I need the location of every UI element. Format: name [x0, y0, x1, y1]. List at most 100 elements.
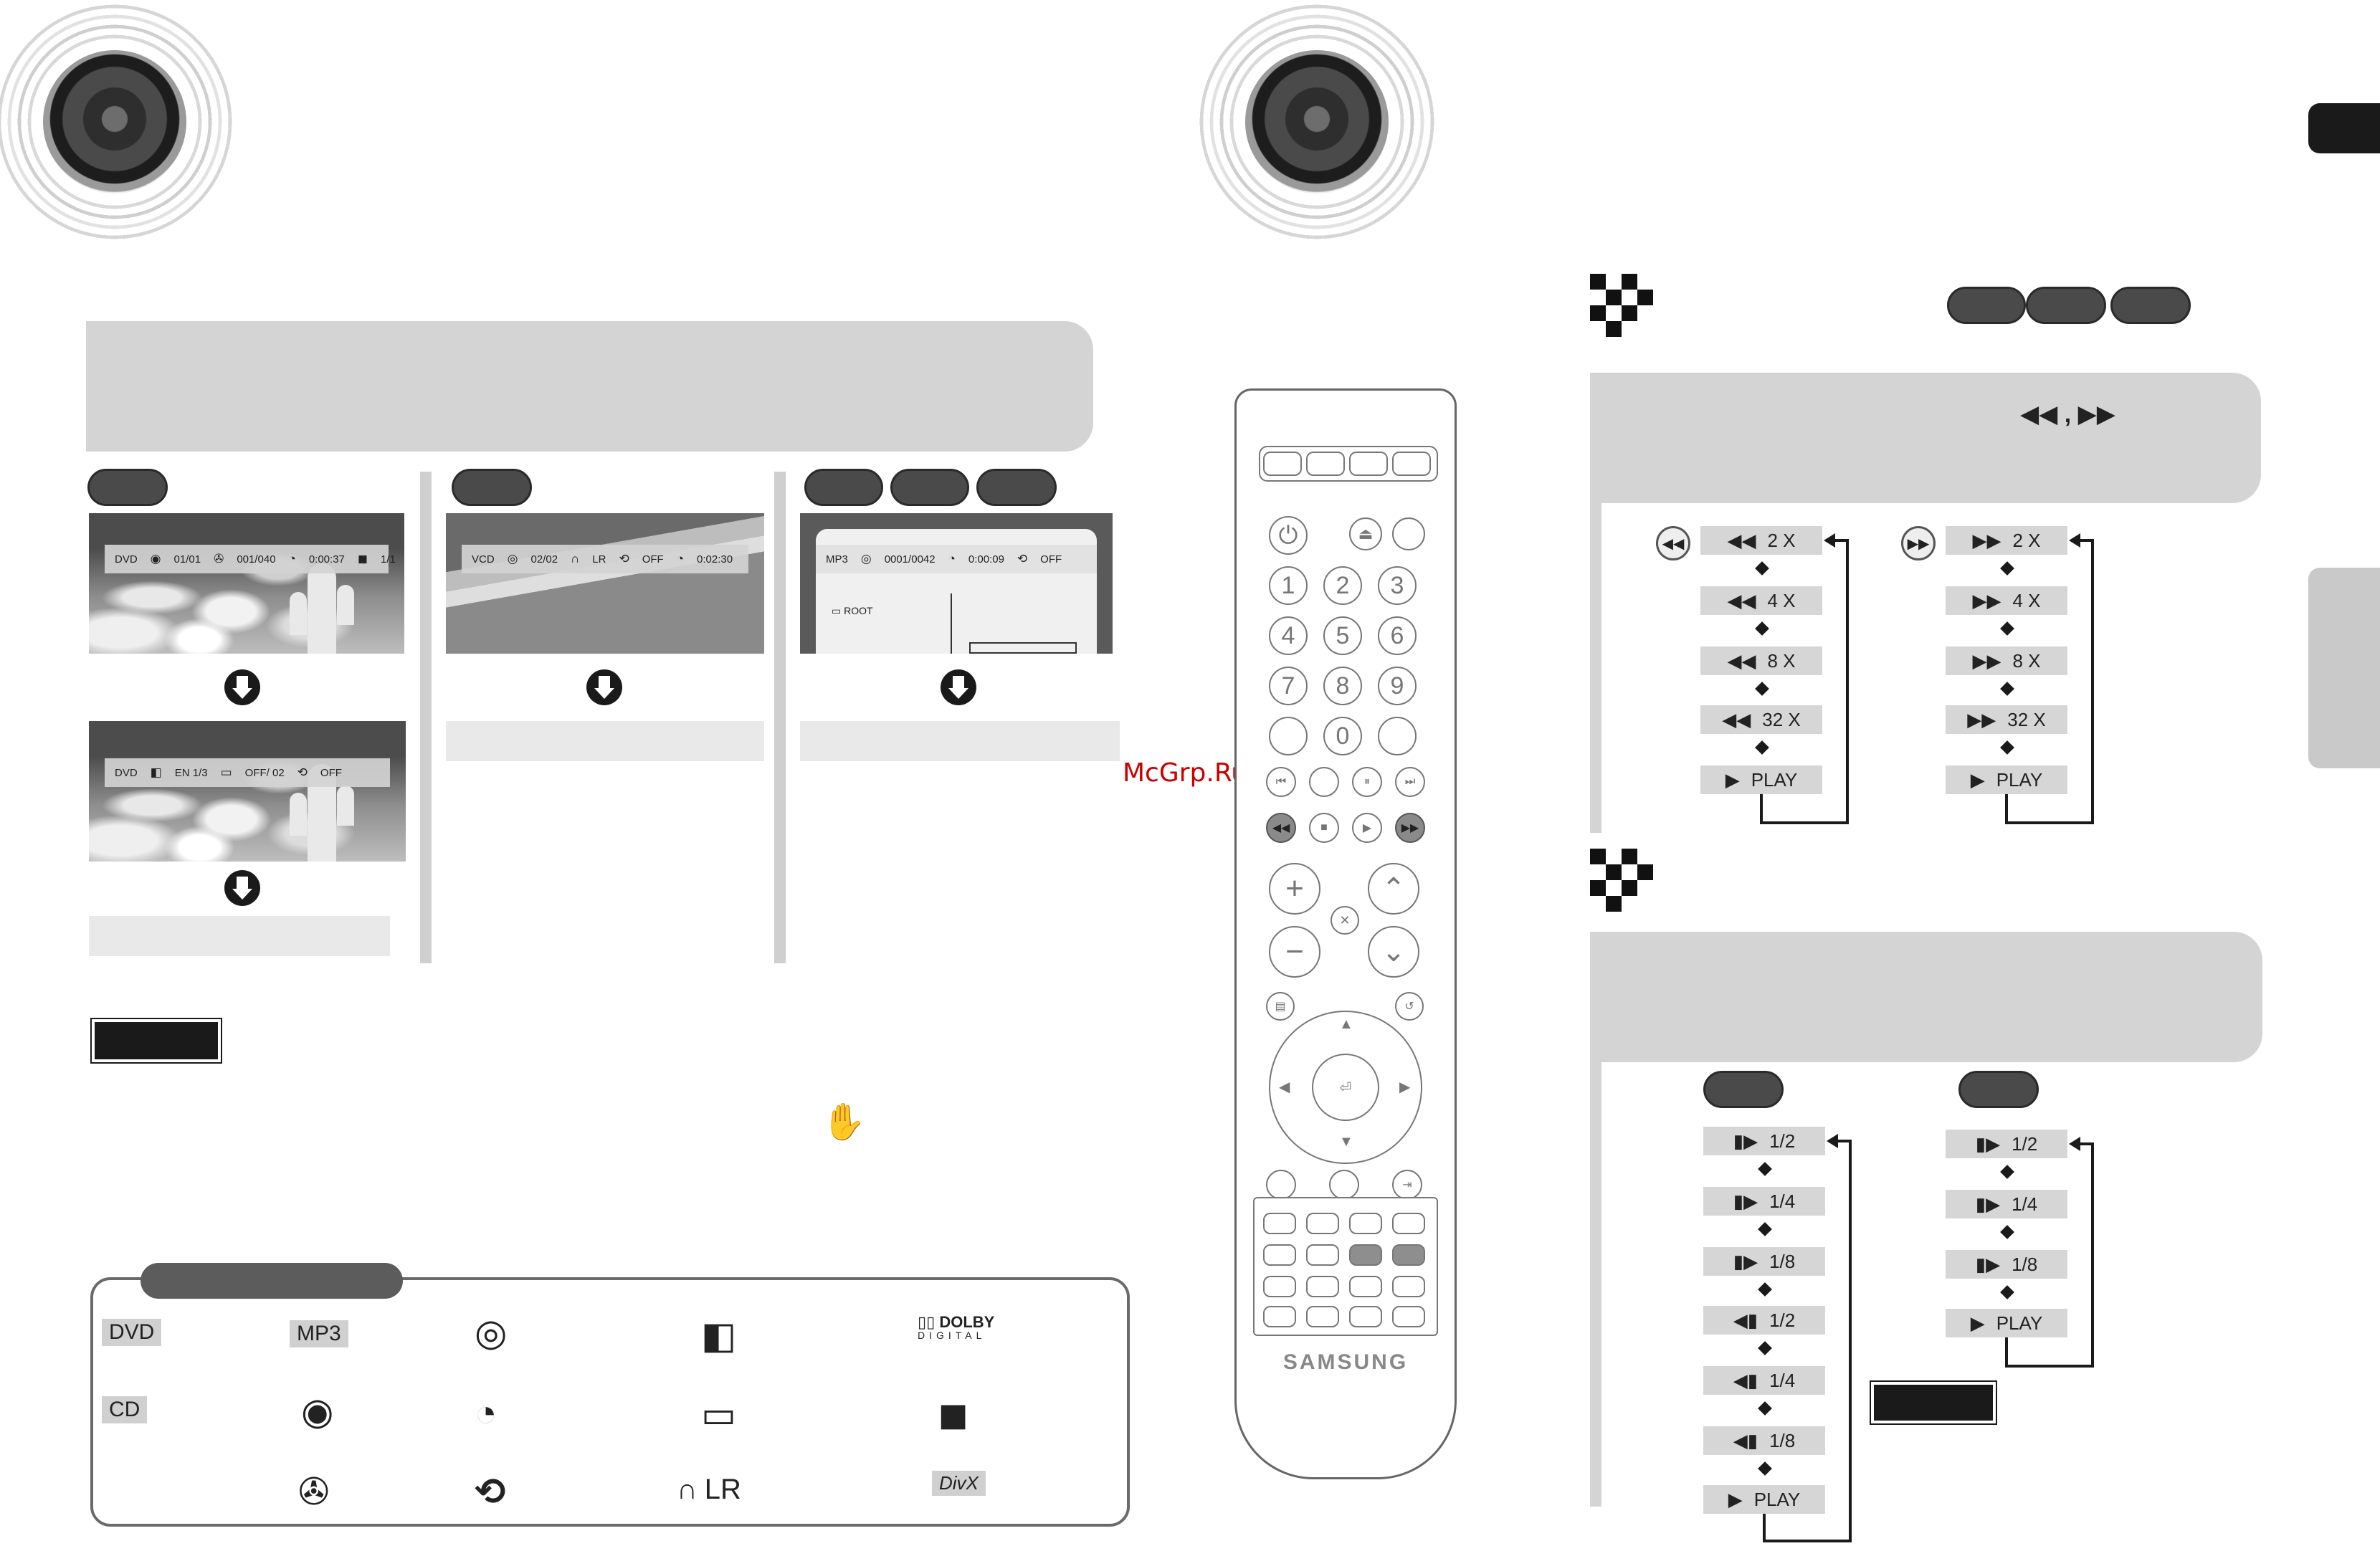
remote-button[interactable] [1309, 767, 1339, 797]
exit-button[interactable]: ⇥ [1392, 1170, 1422, 1200]
digit-button[interactable]: 0 [1323, 717, 1362, 755]
navigation-ring[interactable] [1269, 1011, 1422, 1164]
flow-arrow [2000, 621, 2014, 636]
remote-small-button[interactable] [1392, 1276, 1425, 1297]
channel-up-button[interactable]: ⌃ [1368, 863, 1419, 915]
digit-button[interactable]: 8 [1323, 667, 1362, 705]
repeat-icon: ⟲ [619, 552, 629, 566]
remote-small-button[interactable] [1349, 1276, 1382, 1297]
remote-top-button[interactable] [1263, 452, 1302, 476]
remote-small-button[interactable] [1392, 1213, 1425, 1234]
slow-step: ▮▶1/8 [1946, 1250, 2067, 1279]
flow-arrow [2000, 740, 2014, 755]
section-header-banner [86, 321, 1093, 452]
digit-button[interactable]: 9 [1378, 667, 1417, 705]
flow-arrow [1758, 1222, 1772, 1236]
language-tab [2308, 103, 2380, 153]
remote-small-button[interactable] [1263, 1213, 1296, 1234]
vcd-osd-bar: VCD ◎02/02 ∩LR ⟲OFF ◔0:02:30 [462, 545, 748, 573]
note-label-box [90, 1018, 222, 1064]
channel-down-button[interactable]: ⌄ [1368, 926, 1419, 978]
column-divider [420, 472, 432, 963]
dvd-osd-bar-2: DVD ◧EN 1/3 ▭OFF/ 02 ⟲OFF [105, 758, 390, 787]
volume-up-button[interactable]: + [1269, 863, 1320, 915]
digit-button[interactable]: 2 [1323, 566, 1362, 605]
fast-playback-banner [1590, 373, 2261, 503]
remote-small-button[interactable] [1306, 1213, 1339, 1234]
digit-button[interactable]: 1 [1269, 566, 1308, 605]
remote-small-button[interactable] [1349, 1306, 1382, 1327]
remote-small-button[interactable] [1306, 1276, 1339, 1297]
rewind-icon: ◀◀ [1656, 526, 1690, 560]
rewind-button[interactable]: ◀◀ [1266, 813, 1296, 843]
skip-forward-button[interactable]: ⏭ [1395, 767, 1425, 797]
mute-button[interactable]: ✕ [1331, 906, 1359, 935]
enter-button[interactable]: ⏎ [1312, 1054, 1379, 1121]
remote-small-button[interactable] [1349, 1213, 1382, 1234]
digit-button[interactable]: 6 [1378, 616, 1417, 655]
column-divider [774, 472, 786, 963]
fast-button-symbols: ◀◀ , ▶▶ [2020, 401, 2115, 428]
nav-left-icon[interactable]: ◀ [1279, 1079, 1290, 1095]
remote-small-button[interactable] [1349, 1244, 1382, 1266]
digit-button[interactable]: 3 [1378, 566, 1417, 605]
skip-back-button[interactable]: ⏮ [1266, 767, 1296, 797]
rewind-step-play: ▶PLAY [1700, 765, 1822, 794]
flow-rail [1590, 1062, 1601, 1507]
slow-step: ▮▶1/2 [1703, 1127, 1825, 1155]
flow-arrow [1755, 621, 1769, 636]
fast-forward-icon: ▶▶ [1901, 526, 1936, 560]
nav-up-icon[interactable]: ▲ [1339, 1016, 1353, 1032]
remote-small-button[interactable] [1306, 1244, 1339, 1266]
remote-small-button[interactable] [1306, 1306, 1339, 1327]
angle-icon: ◼ [357, 552, 368, 566]
remote-small-button[interactable] [1263, 1276, 1296, 1297]
section-marker-icon [1590, 274, 1669, 338]
track-icon: ◎ [475, 1312, 508, 1354]
flow-arrow [1758, 1341, 1772, 1355]
pause-button[interactable]: ⏸ [1352, 767, 1382, 797]
remote-small-button[interactable] [1392, 1244, 1425, 1266]
power-button[interactable]: ⏻ [1269, 516, 1308, 555]
slow-step-play: ▶PLAY [1703, 1485, 1825, 1514]
ff-step: ▶▶2 X [1946, 526, 2067, 555]
watermark: McGrp.Ru [1123, 758, 1248, 788]
remote-top-button[interactable] [1349, 452, 1388, 476]
slow-playback-banner [1590, 932, 2262, 1062]
flow-arrow [1758, 1282, 1772, 1297]
repeat-icon: ⟲ [1017, 552, 1028, 566]
remote-small-button[interactable] [1263, 1306, 1296, 1327]
remote-button[interactable] [1378, 717, 1417, 755]
menu-button[interactable]: ▤ [1266, 992, 1295, 1021]
vcd-screen: VCD ◎02/02 ∩LR ⟲OFF ◔0:02:30 [446, 513, 764, 654]
mp3-caption-box [800, 721, 1120, 761]
fast-forward-button[interactable]: ▶▶ [1395, 813, 1425, 843]
play-button[interactable]: ▶ [1352, 813, 1382, 843]
digit-button[interactable]: 5 [1323, 616, 1362, 655]
digit-button[interactable]: 7 [1269, 667, 1308, 705]
rewind-step: ◀◀4 X [1700, 586, 1822, 615]
eject-button[interactable]: ⏏ [1349, 517, 1382, 550]
remote-brand-logo: SAMSUNG [1282, 1350, 1409, 1374]
volume-down-button[interactable]: − [1269, 926, 1320, 978]
disc-badge-1 [1947, 287, 2026, 324]
remote-top-button[interactable] [1306, 452, 1345, 476]
remote-control: ⏻ ⏏ 1 2 3 4 5 6 7 8 9 0 ⏮ ⏸ ⏭ ◀◀ ■ ▶ ▶▶ … [1234, 388, 1457, 1479]
icon-legend-tab [141, 1263, 403, 1299]
flow-arrow [2000, 682, 2014, 696]
flow-arrow [2000, 561, 2014, 576]
stop-button[interactable]: ■ [1309, 813, 1339, 843]
nav-right-icon[interactable]: ▶ [1399, 1079, 1411, 1095]
remote-small-button[interactable] [1263, 1244, 1296, 1266]
remote-button[interactable] [1329, 1170, 1359, 1200]
down-arrow-icon [941, 669, 976, 705]
remote-button[interactable] [1269, 717, 1308, 755]
return-button[interactable]: ↺ [1395, 992, 1424, 1021]
remote-button[interactable] [1392, 517, 1425, 550]
remote-button[interactable] [1266, 1170, 1296, 1200]
nav-down-icon[interactable]: ▼ [1339, 1134, 1353, 1150]
subtitle-icon: ▭ [220, 765, 232, 779]
remote-top-button[interactable] [1392, 452, 1431, 476]
remote-small-button[interactable] [1392, 1306, 1425, 1327]
digit-button[interactable]: 4 [1269, 616, 1308, 655]
